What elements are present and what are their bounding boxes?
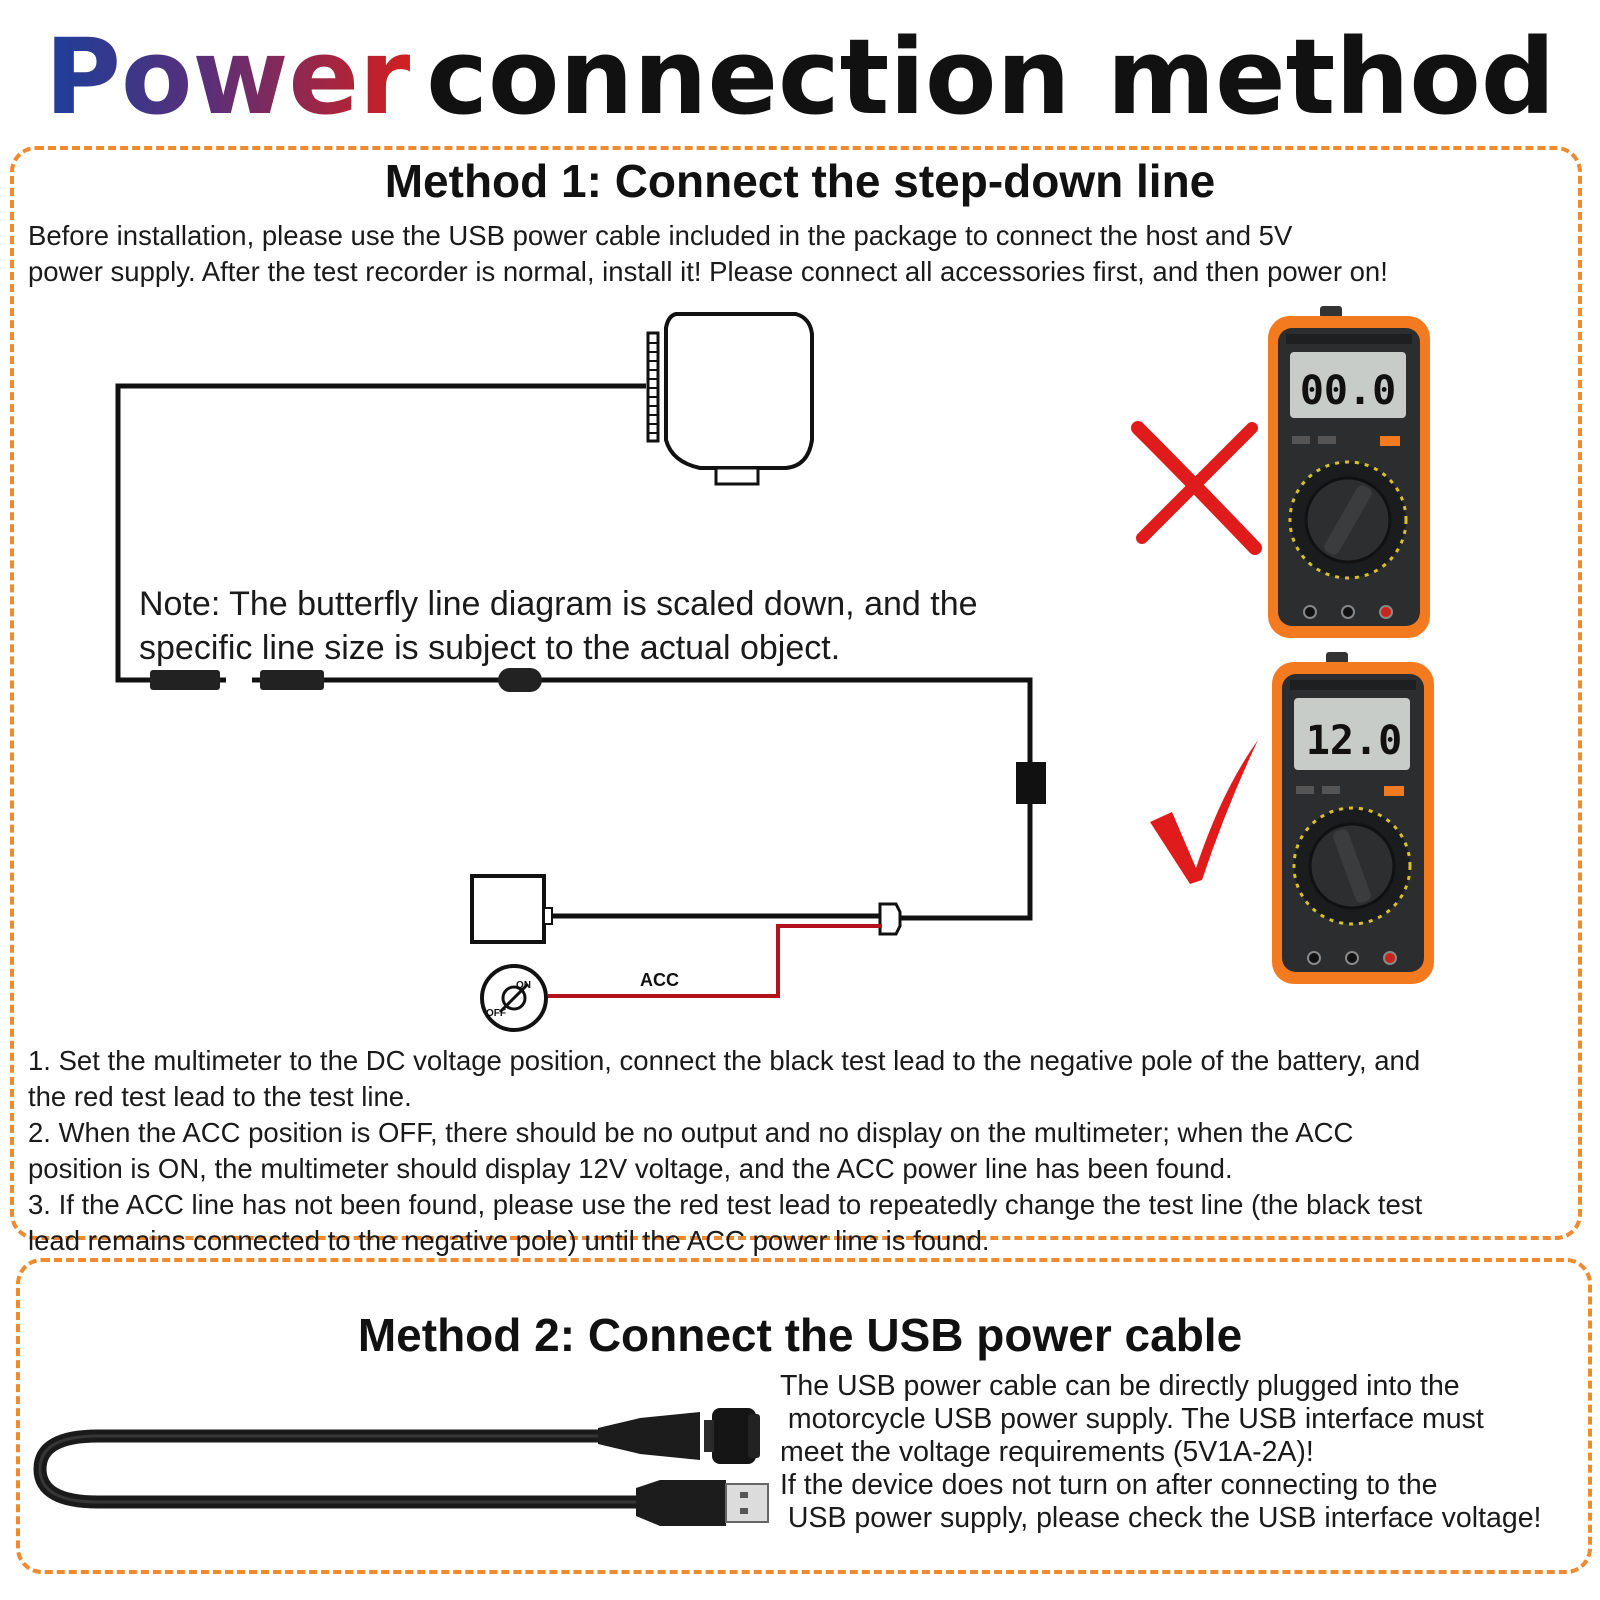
step-line-6: lead remains connected to the negative p…	[28, 1225, 990, 1256]
title-rest: connection method	[426, 16, 1556, 138]
main-wire	[324, 677, 1033, 921]
ignition-switch-icon: ON OFF	[480, 964, 548, 1032]
cross-icon	[1131, 421, 1262, 555]
m2-line-3: meet the voltage requirements (5V1A-2A)!	[780, 1436, 1314, 1468]
switch-off-label: OFF	[486, 1008, 506, 1019]
m2-line-1: The USB power cable can be directly plug…	[780, 1370, 1460, 1402]
step-line-4: position is ON, the multimeter should di…	[28, 1153, 1233, 1184]
intro-line-1: Before installation, please use the USB …	[28, 220, 1293, 251]
diagram-note: Note: The butterfly line diagram is scal…	[139, 582, 978, 670]
step-line-3: 2. When the ACC position is OFF, there s…	[28, 1117, 1354, 1148]
splice-connector	[878, 902, 902, 936]
m2-line-2: motorcycle USB power supply. The USB int…	[780, 1403, 1484, 1435]
method2-heading: Method 2: Connect the USB power cable	[357, 1309, 1243, 1361]
multimeter-wrong: 00.0	[1268, 306, 1430, 638]
method1-heading: Method 1: Connect the step-down line	[384, 155, 1216, 207]
switch-on-label: ON	[516, 980, 531, 991]
method2-text: The USB power cable can be directly plug…	[780, 1370, 1541, 1535]
host-device-icon	[646, 312, 814, 486]
step-down-box	[470, 874, 546, 944]
connector-2	[260, 670, 324, 690]
inline-capsule	[498, 668, 542, 692]
note-line-1: Note: The butterfly line diagram is scal…	[139, 585, 978, 623]
acc-wire	[548, 924, 882, 998]
acc-label: ACC	[640, 970, 679, 990]
m2-line-5: USB power supply, please check the USB i…	[780, 1502, 1542, 1534]
step-line-1: 1. Set the multimeter to the DC voltage …	[28, 1045, 1421, 1076]
host-wire	[115, 383, 646, 683]
fuse-holder	[1016, 762, 1046, 804]
intro-line-2: power supply. After the test recorder is…	[28, 256, 1388, 287]
note-line-2: specific line size is subject to the act…	[139, 629, 841, 667]
method1-intro: Before installation, please use the USB …	[28, 218, 1388, 290]
title-highlight: Power	[44, 16, 411, 138]
connector-1	[150, 670, 220, 690]
meter-right-reading: 12.0	[1306, 718, 1402, 764]
meter-wrong-reading: 00.0	[1300, 368, 1396, 414]
method1-panel	[10, 146, 1582, 1240]
step-line-5: 3. If the ACC line has not been found, p…	[28, 1189, 1423, 1220]
method2-panel	[16, 1258, 1592, 1574]
check-icon	[1150, 740, 1258, 884]
step-line-2: the red test lead to the test line.	[28, 1081, 412, 1112]
multimeter-correct: 12.0	[1272, 652, 1434, 984]
m2-line-4: If the device does not turn on after con…	[780, 1469, 1438, 1501]
method1-steps: 1. Set the multimeter to the DC voltage …	[28, 1043, 1422, 1259]
usb-cable-icon	[33, 1408, 769, 1526]
